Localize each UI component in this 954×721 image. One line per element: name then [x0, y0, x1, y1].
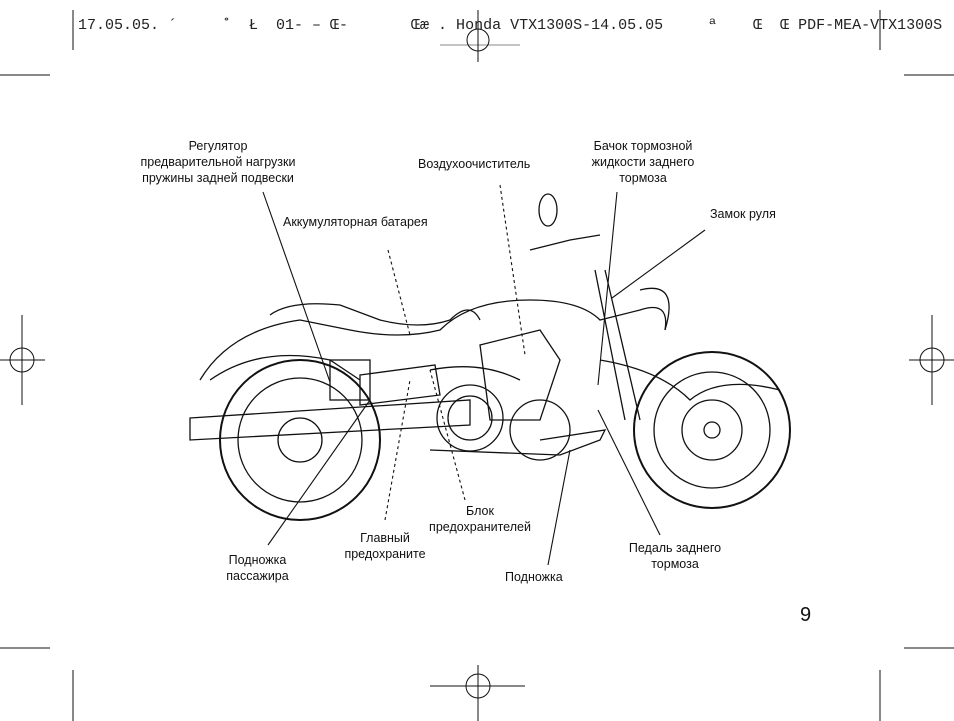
page-number: 9 [800, 604, 812, 626]
print-header: 17.05.05. ´ ˚ Ł 01- – Œ- Œæ . Honda VTX1… [78, 17, 943, 34]
label-passenger-footpeg: Подножка пассажира [210, 552, 305, 584]
label-air-cleaner: Воздухоочиститель [418, 157, 531, 171]
label-line: тормоза [619, 171, 667, 185]
label-line: Подножка [228, 553, 287, 567]
label-line: предохранителей [429, 520, 531, 534]
label-preload-adjuster: Регулятор предварительной нагрузки пружи… [128, 138, 308, 186]
label-line: Главный [360, 531, 410, 545]
label-fuse-box: Блок предохранителей [420, 503, 540, 535]
label-line: Бачок тормозной [593, 139, 693, 153]
leader-lines [262, 184, 706, 566]
label-line: предварительной нагрузки [140, 155, 296, 169]
label-line: предохраните [344, 547, 426, 561]
label-battery: Аккумуляторная батарея [283, 215, 428, 229]
label-steering-lock: Замок руля [710, 207, 776, 221]
label-line: пассажира [226, 569, 289, 583]
label-line: Педаль заднего [628, 541, 722, 555]
label-brake-pedal: Педаль заднего тормоза [615, 540, 735, 572]
rear-wheel [219, 359, 381, 521]
label-line: жидкости заднего [591, 155, 695, 169]
crop-marks [0, 10, 954, 721]
label-line: пружины задней подвески [142, 171, 294, 185]
front-wheel [633, 351, 791, 509]
label-line: Блок [466, 504, 494, 518]
label-main-fuse: Главный предохраните [330, 530, 440, 562]
label-line: Регулятор [188, 139, 248, 153]
label-side-stand: Подножка [505, 570, 563, 584]
label-line: тормоза [651, 557, 699, 571]
label-brake-reservoir: Бачок тормозной жидкости заднего тормоза [578, 138, 708, 186]
body-outline [189, 193, 781, 461]
registration-marks [0, 10, 954, 721]
